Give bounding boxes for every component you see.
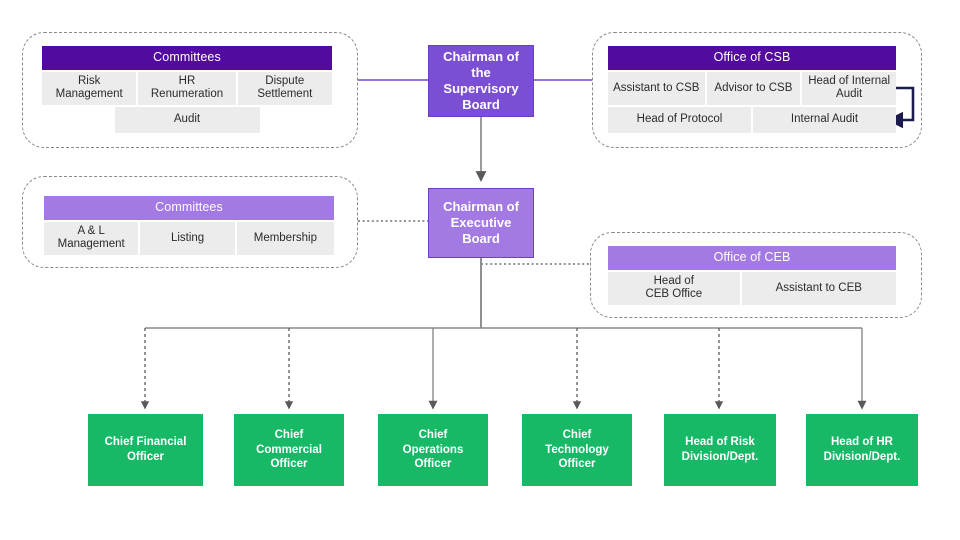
cell-assistant-to-csb[interactable]: Assistant to CSB — [608, 71, 705, 105]
group-ceb-committees — [22, 176, 358, 268]
panel-row: Audit — [42, 106, 332, 133]
cell-membership[interactable]: Membership — [236, 221, 334, 255]
panel-row: Head of Protocol Internal Audit — [608, 106, 896, 133]
panel-header-csb-committees: Committees — [42, 46, 332, 70]
cell-head-of-protocol[interactable]: Head of Protocol — [608, 106, 751, 133]
group-csb-committees — [22, 32, 358, 148]
panel-row: Assistant to CSB Advisor to CSB Head of … — [608, 71, 896, 105]
cell-listing[interactable]: Listing — [140, 221, 235, 255]
panel-header-ceb-committees: Committees — [44, 196, 334, 220]
group-office-of-csb — [592, 32, 922, 148]
group-office-of-ceb — [590, 232, 922, 318]
cell-assistant-to-ceb[interactable]: Assistant to CEB — [741, 271, 896, 305]
cell-audit[interactable]: Audit — [114, 106, 260, 133]
panel-office-of-csb: Office of CSB Assistant to CSB Advisor t… — [608, 46, 896, 133]
panel-header-office-of-csb: Office of CSB — [608, 46, 896, 70]
cell-advisor-to-csb[interactable]: Advisor to CSB — [706, 71, 801, 105]
panel-header-office-of-ceb: Office of CEB — [608, 246, 896, 270]
cell-internal-audit[interactable]: Internal Audit — [753, 106, 896, 133]
